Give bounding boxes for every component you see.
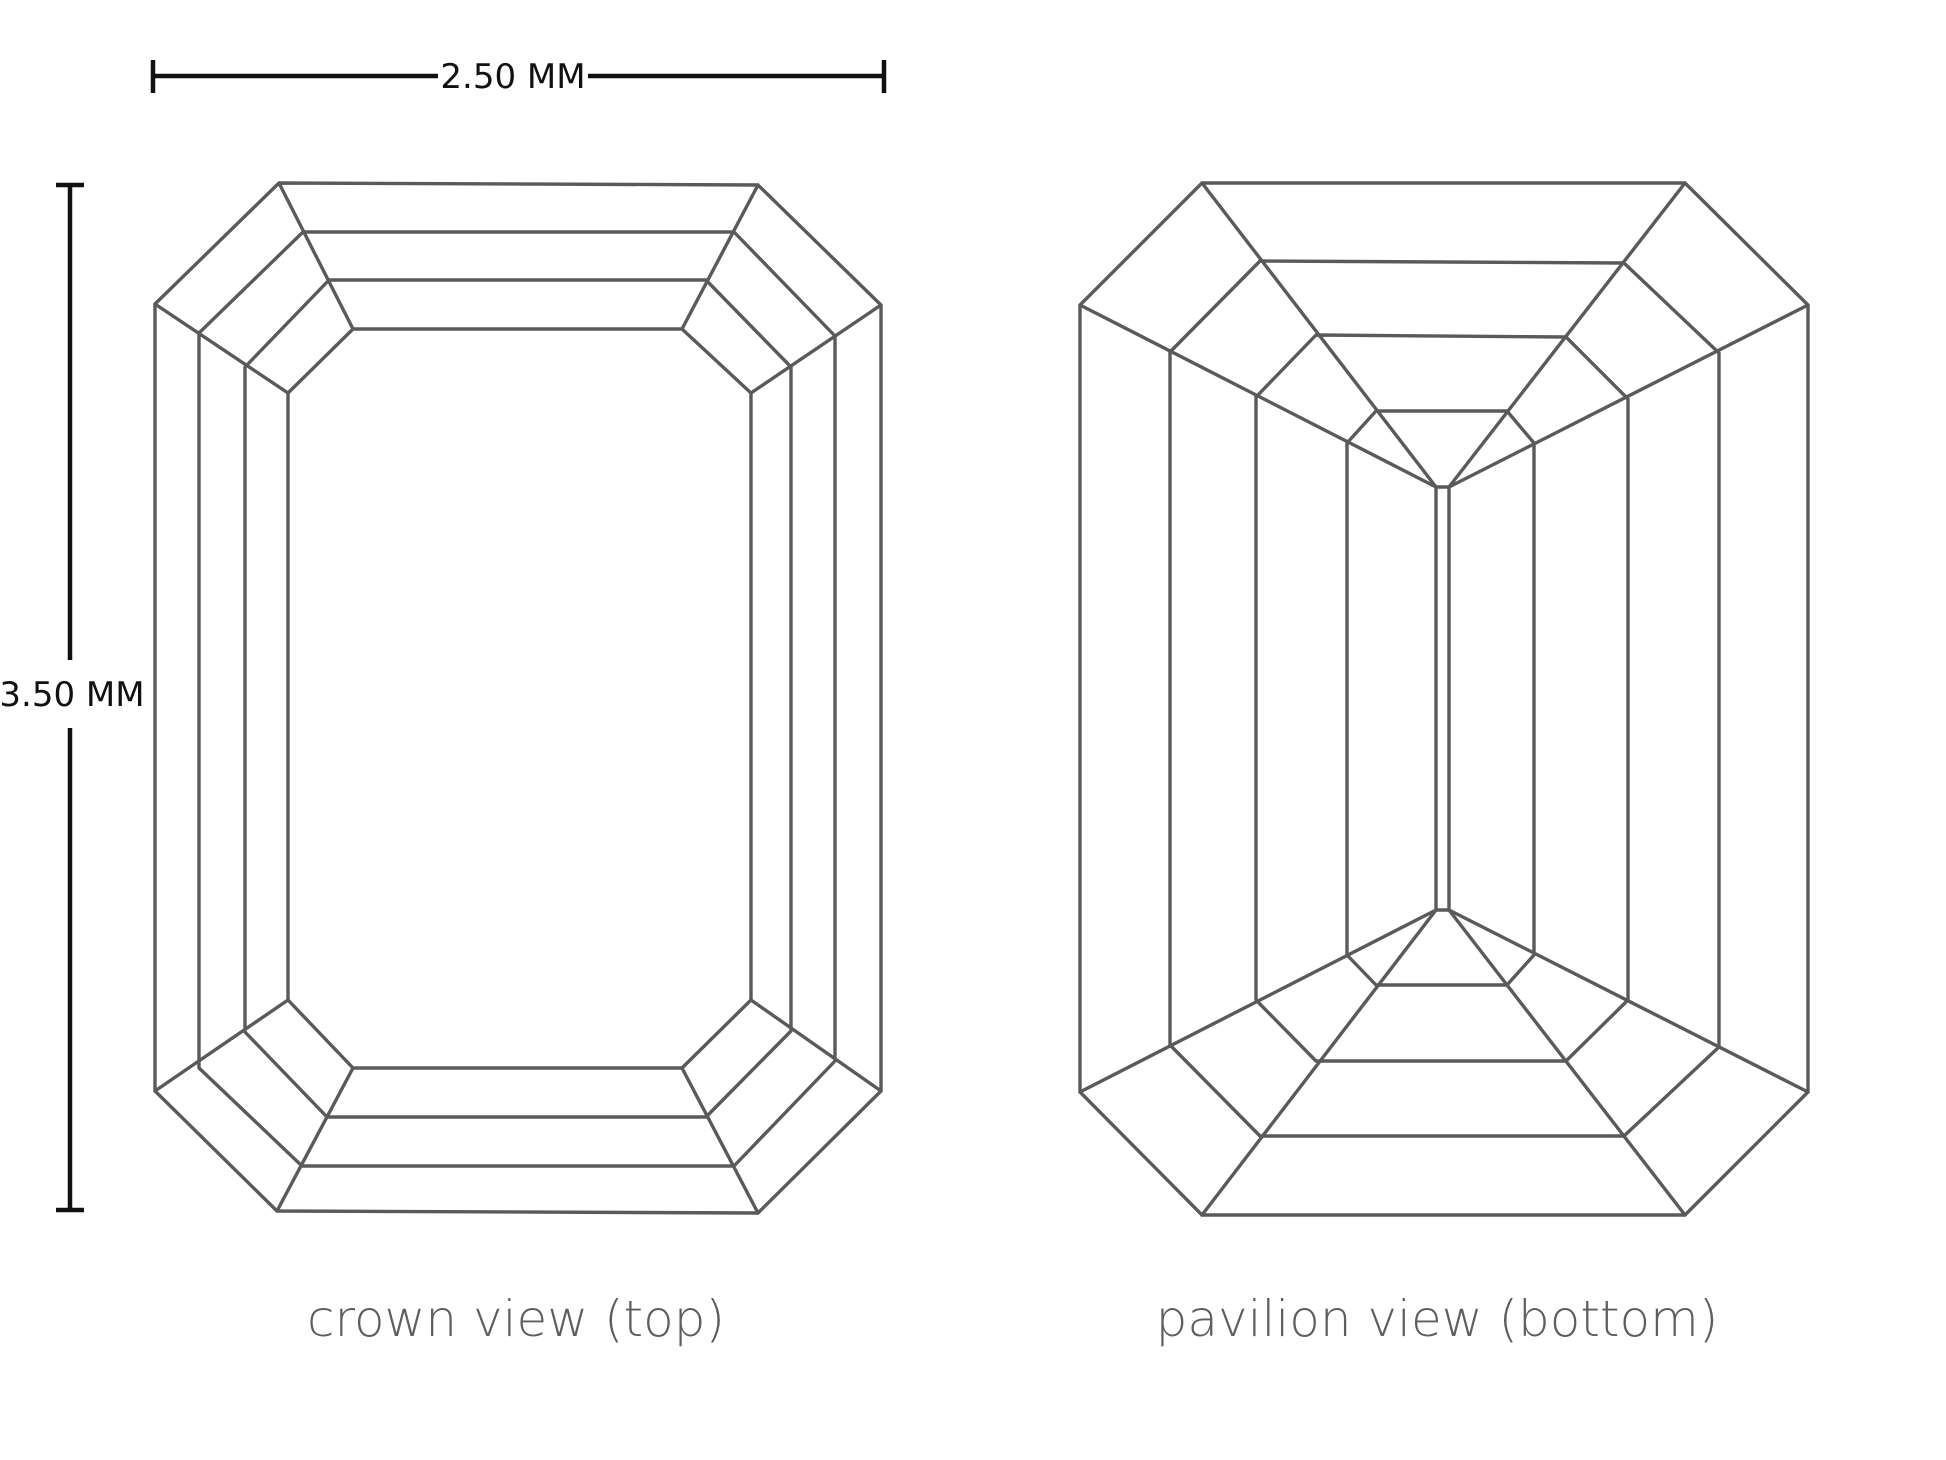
crown-corner-ridge [275,1066,355,1213]
crown-corner-ridge [680,183,760,331]
crown-girdle-outline [153,181,883,1215]
height-dimension: 3.50 MM [0,182,145,1213]
pavilion-corner-ridge [1200,908,1438,1217]
crown-corner-ridge [153,998,290,1093]
emerald-cut-crown-icon [153,181,883,1215]
width-dimension: 2.50 MM [150,57,887,97]
pavilion-corner-ridge [1078,908,1438,1094]
crown-step-2 [243,278,793,1119]
pavilion-corner-ridge [1447,181,1687,489]
crown-corner-ridge [277,181,355,331]
pavilion-view-caption: pavilion view (bottom) [1156,1290,1719,1348]
pavilion-step-3 [1345,409,1536,987]
crown-table [286,327,753,1070]
width-dimension-label: 2.50 MM [440,57,585,97]
pavilion-corner-ridge [1200,181,1438,489]
pavilion-corner-ridge [1078,303,1438,489]
crown-corner-ridge [749,303,883,395]
pavilion-corner-ridge [1447,303,1810,489]
height-dimension-label: 3.50 MM [0,675,145,715]
pavilion-corner-ridge [1447,908,1687,1217]
crown-corner-ridge [153,302,290,395]
crown-corner-ridge [749,998,883,1093]
crown-corner-ridge [680,1066,760,1215]
pavilion-step-2 [1254,333,1630,1063]
pavilion-corner-ridge [1447,908,1810,1094]
emerald-cut-pavilion-icon [1078,181,1810,1217]
crown-step-1 [197,230,837,1168]
pavilion-keel [1434,485,1451,912]
crown-view-caption: crown view (top) [307,1290,725,1348]
